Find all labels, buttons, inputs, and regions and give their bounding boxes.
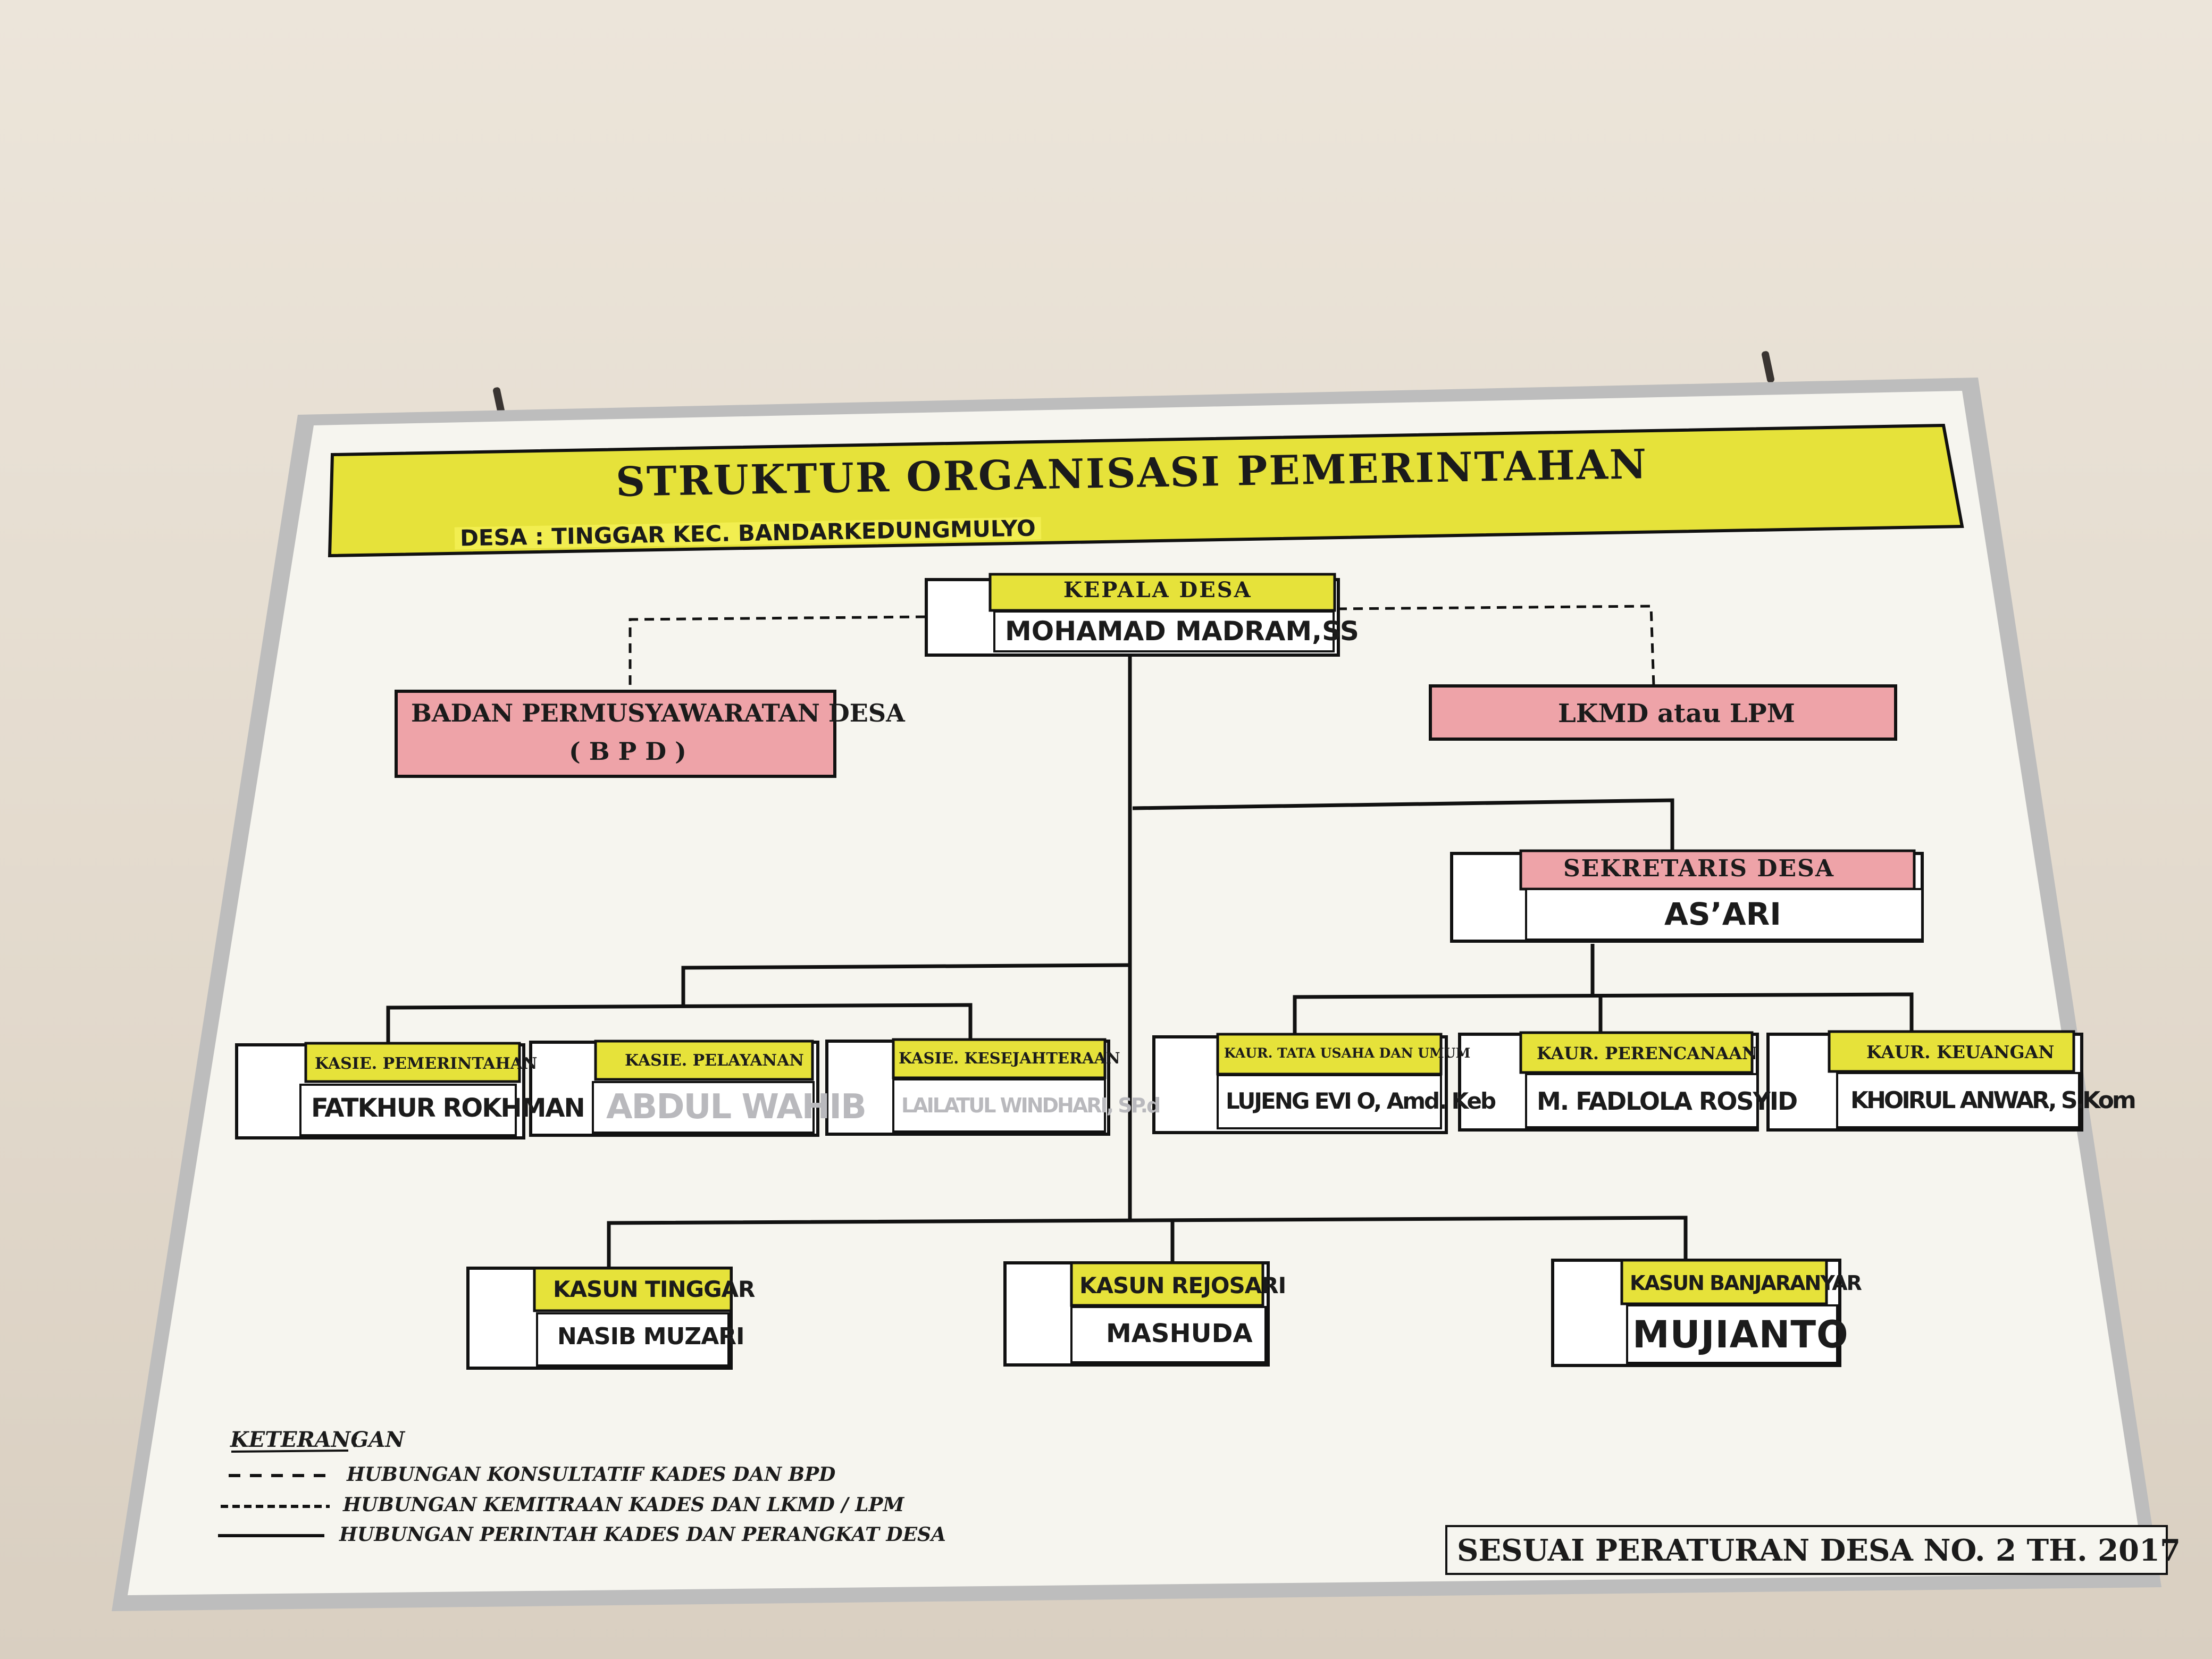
kasie-pem-role: KASIE. PEMERINTAHAN xyxy=(315,1054,538,1073)
node-kepala-desa xyxy=(925,573,1340,657)
node-kasun-rejosari xyxy=(1003,1261,1270,1367)
kasie-kes-role: KASIE. KESEJAHTERAAN xyxy=(899,1049,1120,1067)
kasun-rejosari-role: KASUN REJOSARI xyxy=(1079,1272,1286,1298)
node-kasun-banjaranyar xyxy=(1551,1259,1841,1367)
kaur-keu-name: KHOIRUL ANWAR, S.Kom xyxy=(1850,1087,2136,1114)
lkmd-label: LKMD atau LPM xyxy=(1558,699,1795,728)
node-kasun-tinggar xyxy=(466,1267,733,1370)
node-sekretaris xyxy=(1450,849,1924,943)
node-kaur-tata-usaha xyxy=(1152,1033,1448,1134)
kaur-per-role: KAUR. PERENCANAAN xyxy=(1537,1043,1758,1063)
kepala-role: KEPALA DESA xyxy=(1063,577,1252,602)
kepala-name: MOHAMAD MADRAM,SS xyxy=(1005,616,1359,647)
kasie-pem-name: FATKHUR ROKHMAN xyxy=(311,1093,585,1123)
node-kaur-perencanaan xyxy=(1458,1031,1759,1132)
sekretaris-role: SEKRETARIS DESA xyxy=(1563,855,1834,882)
legend-item-3: HUBUNGAN PERINTAH KADES DAN PERANGKAT DE… xyxy=(339,1523,946,1546)
solid-lines xyxy=(386,654,1914,1268)
kasun-tinggar-name: NASIB MUZARI xyxy=(557,1323,745,1350)
legend-heading-underline xyxy=(231,1449,349,1453)
kasie-kes-name: LAILATUL WINDHARI, SP.d xyxy=(901,1094,1161,1117)
node-kasie-pelayanan xyxy=(529,1040,819,1137)
node-kasie-kesejahteraan xyxy=(825,1038,1110,1136)
legend-lines xyxy=(218,1474,330,1537)
bpd-line1: BADAN PERMUSYAWARATAN DESA xyxy=(411,699,905,727)
node-kasie-pemerintahan xyxy=(235,1042,525,1139)
kasie-pel-role: KASIE. PELAYANAN xyxy=(625,1051,804,1070)
kaur-tu-role: KAUR. TATA USAHA DAN UMUM xyxy=(1224,1045,1471,1061)
kaur-tu-name: LUJENG EVI O, Amd. Keb xyxy=(1226,1088,1496,1114)
kaur-per-name: M. FADLOLA ROSYID xyxy=(1537,1087,1798,1116)
kasun-banjaranyar-name: MUJIANTO xyxy=(1632,1313,1849,1356)
node-kaur-keuangan xyxy=(1766,1030,2083,1132)
legend-heading: KETERANGAN xyxy=(230,1427,405,1452)
legend-item-2: HUBUNGAN KEMITRAAN KADES DAN LKMD / LPM xyxy=(343,1494,904,1516)
kaur-keu-role: KAUR. KEUANGAN xyxy=(1866,1042,2055,1062)
bpd-line2: ( B P D ) xyxy=(569,737,686,766)
node-bpd-box xyxy=(395,690,836,778)
footer-text: SESUAI PERATURAN DESA NO. 2 TH. 2017 xyxy=(1457,1533,2181,1568)
kasun-rejosari-name: MASHUDA xyxy=(1106,1319,1253,1348)
node-lkmd-box xyxy=(1429,684,1897,741)
chart-subtitle: DESA : TINGGAR KEC. BANDARKEDUNGMULYO xyxy=(454,515,1042,551)
legend-colon: : xyxy=(351,1427,359,1452)
kasie-pel-name: ABDUL WAHIB xyxy=(606,1087,867,1127)
kasun-banjaranyar-role: KASUN BANJARANYAR xyxy=(1630,1271,1862,1295)
kasun-tinggar-role: KASUN TINGGAR xyxy=(553,1276,755,1302)
legend-item-1: HUBUNGAN KONSULTATIF KADES DAN BPD xyxy=(347,1463,836,1486)
footer-box xyxy=(1445,1525,2168,1575)
dashed-lines xyxy=(629,605,1655,691)
sekretaris-name: AS’ARI xyxy=(1664,896,1781,932)
chart-title: STRUKTUR ORGANISASI PEMERINTAHAN xyxy=(615,440,1648,506)
